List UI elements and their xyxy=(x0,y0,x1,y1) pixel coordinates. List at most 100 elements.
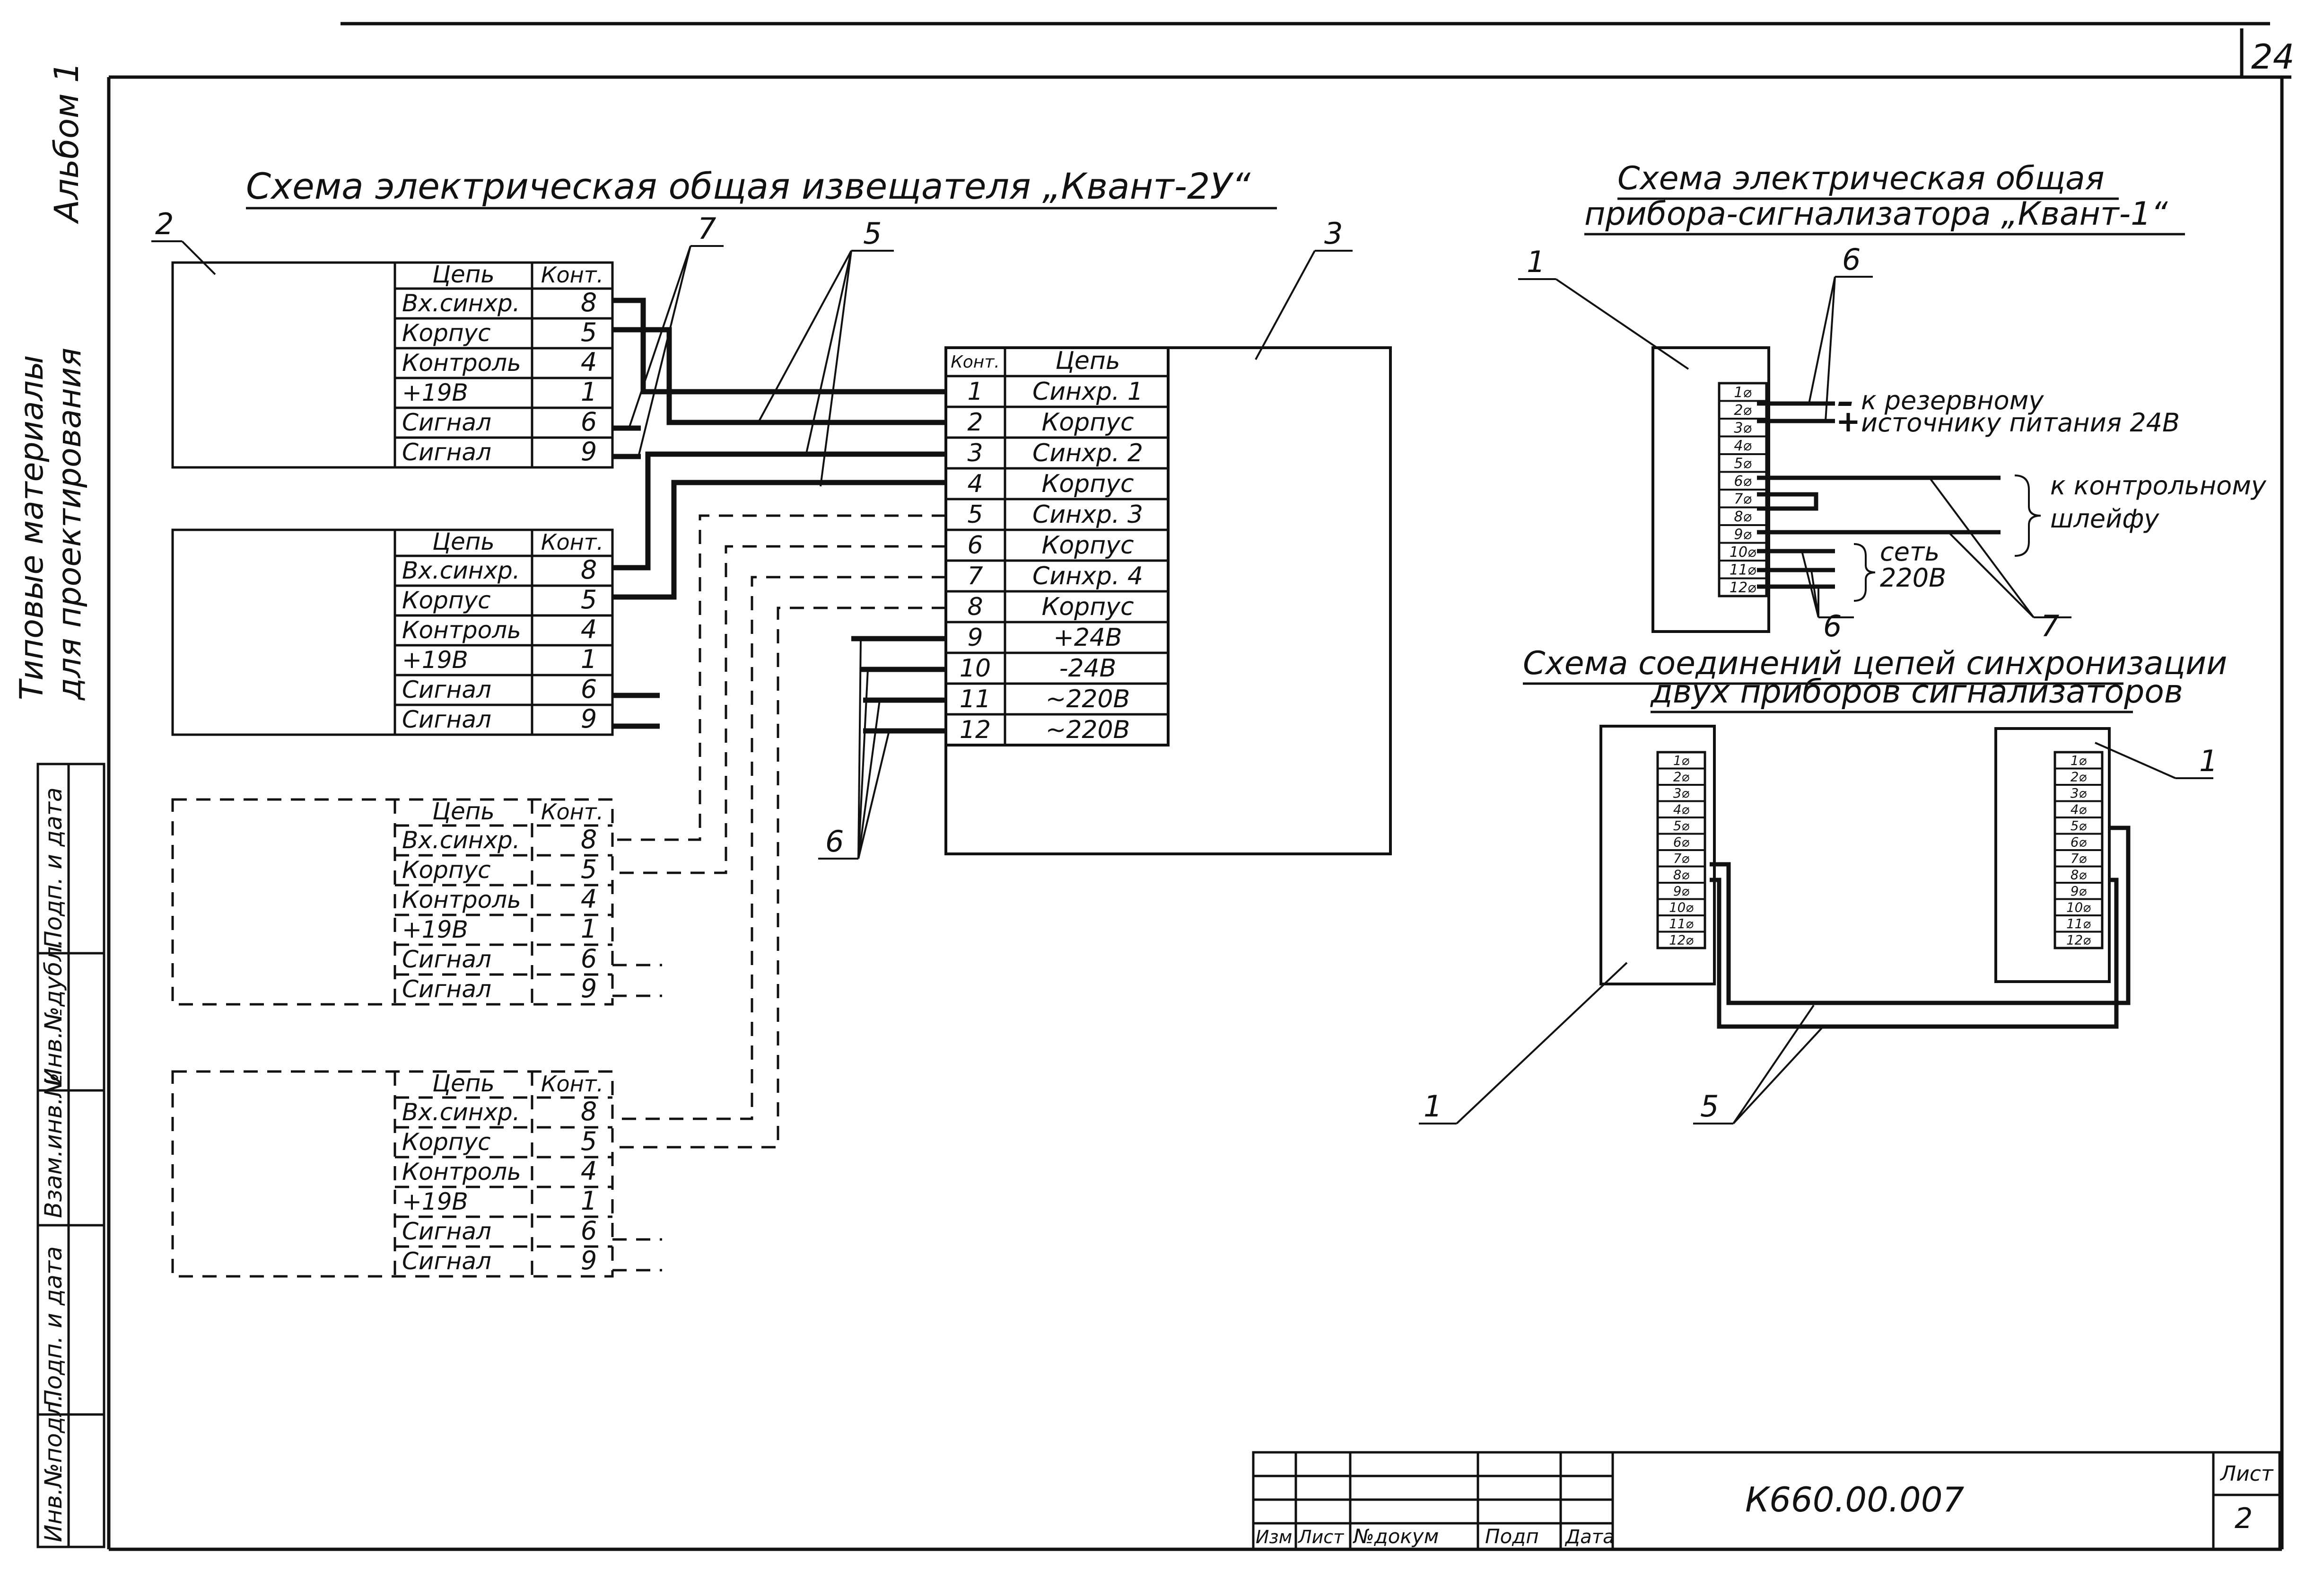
materials-line-2: для проектирования xyxy=(51,348,88,701)
detector-header-contact: Конт. xyxy=(541,1071,603,1097)
plus-sign: + xyxy=(1836,404,1861,439)
terminal-label: 10⌀ xyxy=(1730,544,1756,561)
callout-6-bottom: 6 xyxy=(1823,609,1842,643)
note-net-2: 220В xyxy=(1880,563,1946,593)
kvant1-device: 1⌀2⌀3⌀4⌀5⌀6⌀7⌀8⌀9⌀10⌀11⌀12⌀ xyxy=(1718,382,1768,597)
device-row-contact: 4 xyxy=(967,470,983,498)
device-row-contact: 6 xyxy=(967,531,983,560)
terminal-label: 11⌀ xyxy=(1669,916,1694,931)
detector-row-circuit: Корпус xyxy=(402,1128,491,1156)
stamp-vzam-inv: Взам.инв.№ xyxy=(40,1072,67,1218)
side-stamp: Инв.№подл. Подп. и дата Взам.инв.№ Инв.№… xyxy=(36,763,105,1548)
detector-header-contact: Конт. xyxy=(541,262,603,288)
detector-row-contact: 6 xyxy=(581,944,597,974)
detector-row-contact: 1 xyxy=(581,914,597,944)
device-header-contact: Конт. xyxy=(951,352,1000,372)
sheet-number: 2 xyxy=(2235,1502,2253,1535)
detector-row-circuit: Корпус xyxy=(402,856,491,884)
device-row-circuit: Синхр. 2 xyxy=(1032,439,1143,467)
terminal-label: 1⌀ xyxy=(1734,384,1751,401)
title-left: Схема электрическая общая извещателя „Кв… xyxy=(246,165,1251,207)
terminal-label: 4⌀ xyxy=(2071,801,2087,817)
detector-header-circuit: Цепь xyxy=(432,798,495,825)
detector-row-circuit: +19В xyxy=(402,916,468,943)
terminal-label: 9⌀ xyxy=(2071,883,2087,899)
callout-3: 3 xyxy=(1324,216,1343,251)
note-reserve-2: источнику питания 24В xyxy=(1861,408,2180,438)
detector-row-circuit: Сигнал xyxy=(402,1218,491,1245)
detector-row-contact: 1 xyxy=(581,1186,597,1216)
callout-5-sync: 5 xyxy=(1700,1089,1719,1124)
side-labels: Альбом 1 Типовые материалы для проектиро… xyxy=(13,62,88,701)
sync-device-right-box xyxy=(1994,727,2111,983)
terminal-label: 8⌀ xyxy=(1734,509,1751,525)
terminal-label: 11⌀ xyxy=(2066,916,2091,931)
callout-2: 2 xyxy=(155,207,174,241)
terminal-label: 5⌀ xyxy=(1673,818,1690,834)
terminal-label: 12⌀ xyxy=(2066,932,2091,948)
album-label: Альбом 1 xyxy=(47,62,86,224)
sheet-label: Лист xyxy=(2219,1462,2274,1486)
detector-row-contact: 6 xyxy=(581,1216,597,1246)
terminal-label: 6⌀ xyxy=(1734,473,1751,490)
terminal-label: 9⌀ xyxy=(1673,883,1690,899)
terminal-label: 5⌀ xyxy=(2071,818,2087,834)
terminal-label: 11⌀ xyxy=(1730,562,1756,578)
detector-row-contact: 6 xyxy=(581,407,597,437)
detector-row-circuit: Вх.синхр. xyxy=(402,290,520,317)
device-row-circuit: Синхр. 4 xyxy=(1032,562,1143,590)
detector-row-circuit: +19В xyxy=(402,646,468,674)
detector-row-circuit: +19В xyxy=(402,379,468,406)
sync-right-terminal-strip: 1⌀2⌀3⌀4⌀5⌀6⌀7⌀8⌀9⌀10⌀11⌀12⌀ xyxy=(2053,751,2104,949)
detector-row-contact: 5 xyxy=(581,585,597,615)
terminal-label: 8⌀ xyxy=(1673,867,1690,882)
terminal-label: 1⌀ xyxy=(2071,753,2087,768)
note-reserve-1: к резервному xyxy=(1861,386,2044,415)
stamp-sign-date-1: Подп. и дата xyxy=(40,1246,67,1407)
detector-row-circuit: Сигнал xyxy=(402,975,491,1003)
detector-header-circuit: Цепь xyxy=(432,261,495,288)
detector-row-contact: 9 xyxy=(581,704,597,734)
sync-device-left-box xyxy=(1599,725,1716,985)
device-row-contact: 8 xyxy=(967,593,983,621)
detector-row-circuit: Сигнал xyxy=(402,706,491,733)
detector-row-circuit: Контроль xyxy=(402,349,521,377)
solid-wires xyxy=(612,298,946,734)
sheet-frame xyxy=(107,22,2291,1551)
kvant1-wires xyxy=(1757,401,2001,589)
detector-header-contact: Конт. xyxy=(541,799,603,825)
detector-row-contact: 5 xyxy=(581,1126,597,1156)
title-right-2: прибора-сигнализатора „Квант-1“ xyxy=(1584,195,2168,233)
page-number: 24 xyxy=(2251,37,2295,77)
detector-row-circuit: Сигнал xyxy=(402,1247,491,1275)
detector-header-circuit: Цепь xyxy=(432,1070,495,1097)
device-row-contact: 11 xyxy=(960,685,991,713)
detector-row-contact: 4 xyxy=(581,615,597,644)
device-row-contact: 7 xyxy=(967,562,983,590)
device-row-circuit: +24В xyxy=(1053,624,1122,652)
detector-row-contact: 9 xyxy=(581,1246,597,1275)
device-row-contact: 9 xyxy=(967,624,983,652)
device-row-circuit: ~220В xyxy=(1046,685,1130,713)
callout-1-sync-right: 1 xyxy=(2199,744,2218,778)
terminal-label: 2⌀ xyxy=(2071,769,2087,784)
device-row-circuit: Корпус xyxy=(1041,408,1134,437)
detector-row-contact: 1 xyxy=(581,644,597,674)
detector-row-contact: 4 xyxy=(581,347,597,377)
kvant1-leaders xyxy=(1518,276,2071,618)
detector-row-circuit: Вх.синхр. xyxy=(402,557,520,584)
title-sync-2: двух приборов сигнализаторов xyxy=(1650,673,2183,711)
device-row-circuit: Синхр. 3 xyxy=(1032,501,1143,529)
terminal-label: 6⌀ xyxy=(2071,834,2087,850)
kvant1-terminal-strip: 1⌀2⌀3⌀4⌀5⌀6⌀7⌀8⌀9⌀10⌀11⌀12⌀ xyxy=(1718,382,1768,597)
terminal-label: 7⌀ xyxy=(1673,851,1690,866)
terminal-label: 4⌀ xyxy=(1673,801,1690,817)
detector-row-circuit: +19В xyxy=(402,1188,468,1215)
terminal-label: 9⌀ xyxy=(1734,526,1751,543)
callout-leaders-left xyxy=(151,240,1353,860)
note-control-2: шлейфу xyxy=(2050,504,2159,534)
detector-row-circuit: Контроль xyxy=(402,886,521,913)
stamp-sign-date-2: Подп. и дата xyxy=(40,787,67,949)
